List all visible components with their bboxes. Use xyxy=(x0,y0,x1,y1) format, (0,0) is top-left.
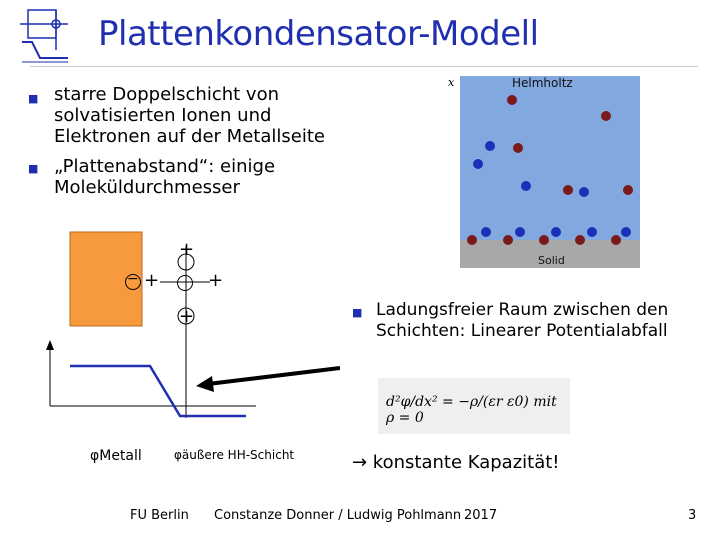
double-layer-diagram: − + + + + xyxy=(40,228,341,438)
bullet-text-1: starre Doppelschicht von solvatisierten … xyxy=(54,84,325,147)
conclusion-text: → konstante Kapazität! xyxy=(352,452,560,473)
phi-outer-label: φäußere HH-Schicht xyxy=(174,448,295,462)
phi-metal-label: φMetall xyxy=(90,448,142,464)
equation: d²φ/dx² = −ρ/(εr ε0) mit ρ = 0 xyxy=(386,394,557,426)
anion-symbol xyxy=(177,275,193,291)
page-number: 3 xyxy=(688,508,697,523)
plus-sign: + xyxy=(208,270,224,291)
footer-authors: Constanze Donner / Ludwig Pohlmann xyxy=(214,508,462,523)
x-axis-label: x xyxy=(448,76,455,89)
logo xyxy=(18,6,74,68)
bullet-marker: ■ xyxy=(352,306,363,319)
minus-sign: − xyxy=(127,271,139,287)
solid-label: Solid xyxy=(538,254,565,267)
title-divider xyxy=(30,66,698,67)
right-bullet-text: Ladungsfreier Raum zwischen den Schichte… xyxy=(376,300,669,341)
footer-institution: FU Berlin xyxy=(130,508,189,523)
helmholtz-figure: Helmholtz Solid xyxy=(460,74,642,270)
equation-box: d²φ/dx² = −ρ/(εr ε0) mit ρ = 0 xyxy=(378,378,570,434)
page-title: Plattenkondensator-Modell xyxy=(98,14,539,54)
bullet-marker: ■ xyxy=(28,92,39,105)
helmholtz-label: Helmholtz xyxy=(512,76,573,90)
bullet-marker: ■ xyxy=(28,162,39,175)
plus-sign: + xyxy=(179,306,195,327)
footer-year: 2017 xyxy=(464,508,498,523)
bullet-text-2: „Plattenabstand“: einige Moleküldurchmes… xyxy=(54,156,276,198)
electron-symbol xyxy=(125,274,141,290)
plus-sign: + xyxy=(179,239,195,260)
plus-sign: + xyxy=(144,270,160,291)
